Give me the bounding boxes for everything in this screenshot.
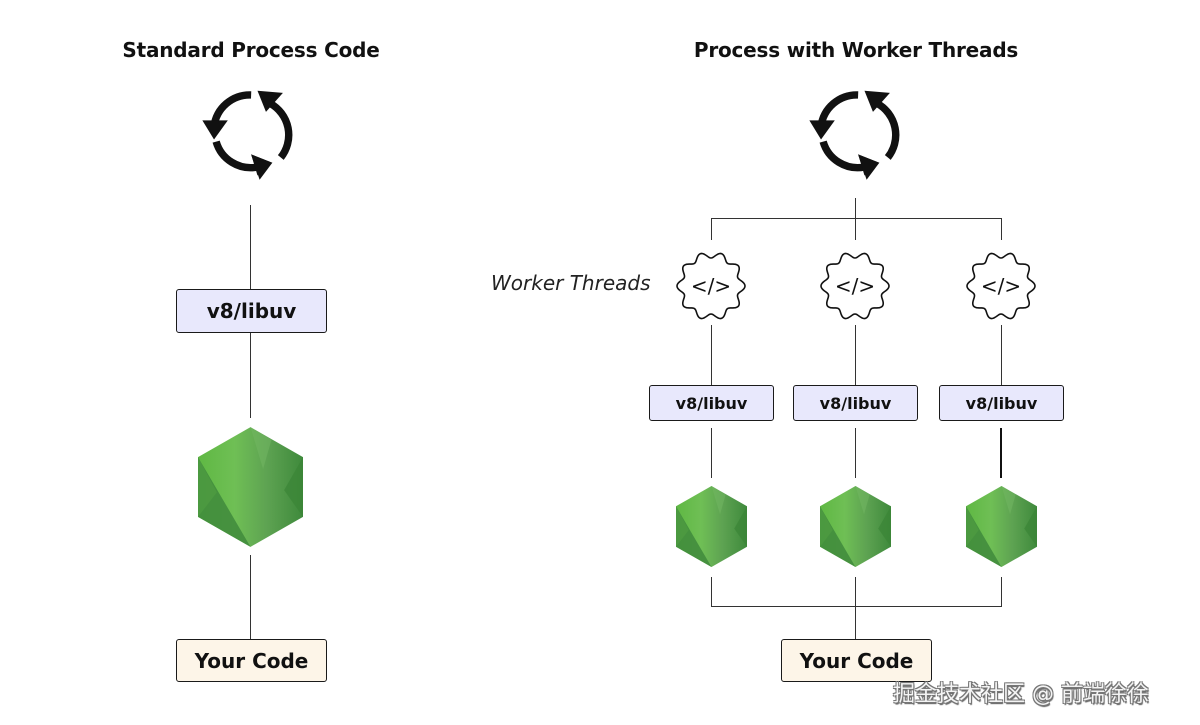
cycle-arrows-icon xyxy=(803,78,909,184)
connector-line xyxy=(1000,428,1002,478)
connector-line xyxy=(711,325,712,385)
nodejs-hexagon-icon xyxy=(676,486,747,567)
nodejs-hexagon-icon xyxy=(820,486,891,567)
engine-box: v8/libuv xyxy=(176,289,327,333)
connector-line xyxy=(855,428,856,478)
worker-engine-box: v8/libuv xyxy=(793,385,918,421)
worker-engine-box: v8/libuv xyxy=(649,385,774,421)
worker-engine-box: v8/libuv xyxy=(939,385,1064,421)
your-code-box: Your Code xyxy=(781,639,932,682)
nodejs-hexagon-icon xyxy=(966,486,1037,567)
bottom-bracket-line xyxy=(711,606,1002,607)
top-bracket-line xyxy=(711,218,1002,219)
worker-threads-label: Worker Threads xyxy=(491,271,651,295)
your-code-box: Your Code xyxy=(176,639,327,682)
cycle-arrows-icon xyxy=(196,78,302,184)
code-badge-icon xyxy=(676,252,746,320)
code-badge-icon xyxy=(820,252,890,320)
connector-line xyxy=(1001,325,1002,385)
connector-line xyxy=(1001,218,1002,240)
connector-line xyxy=(855,325,856,385)
connector-line xyxy=(855,198,856,240)
connector-line xyxy=(711,428,712,478)
connector-line xyxy=(711,577,712,607)
connector-line xyxy=(855,577,856,639)
nodejs-hexagon-icon xyxy=(198,427,303,547)
standard-process-title: Standard Process Code xyxy=(122,38,380,62)
connector-line xyxy=(1001,577,1002,607)
code-badge-icon xyxy=(966,252,1036,320)
connector-line xyxy=(250,333,251,418)
connector-line xyxy=(250,555,251,639)
connector-line xyxy=(711,218,712,240)
watermark: 掘金技术社区 @ 前端徐徐 xyxy=(893,682,1149,707)
worker-threads-title: Process with Worker Threads xyxy=(693,38,1019,62)
connector-line xyxy=(250,205,251,289)
